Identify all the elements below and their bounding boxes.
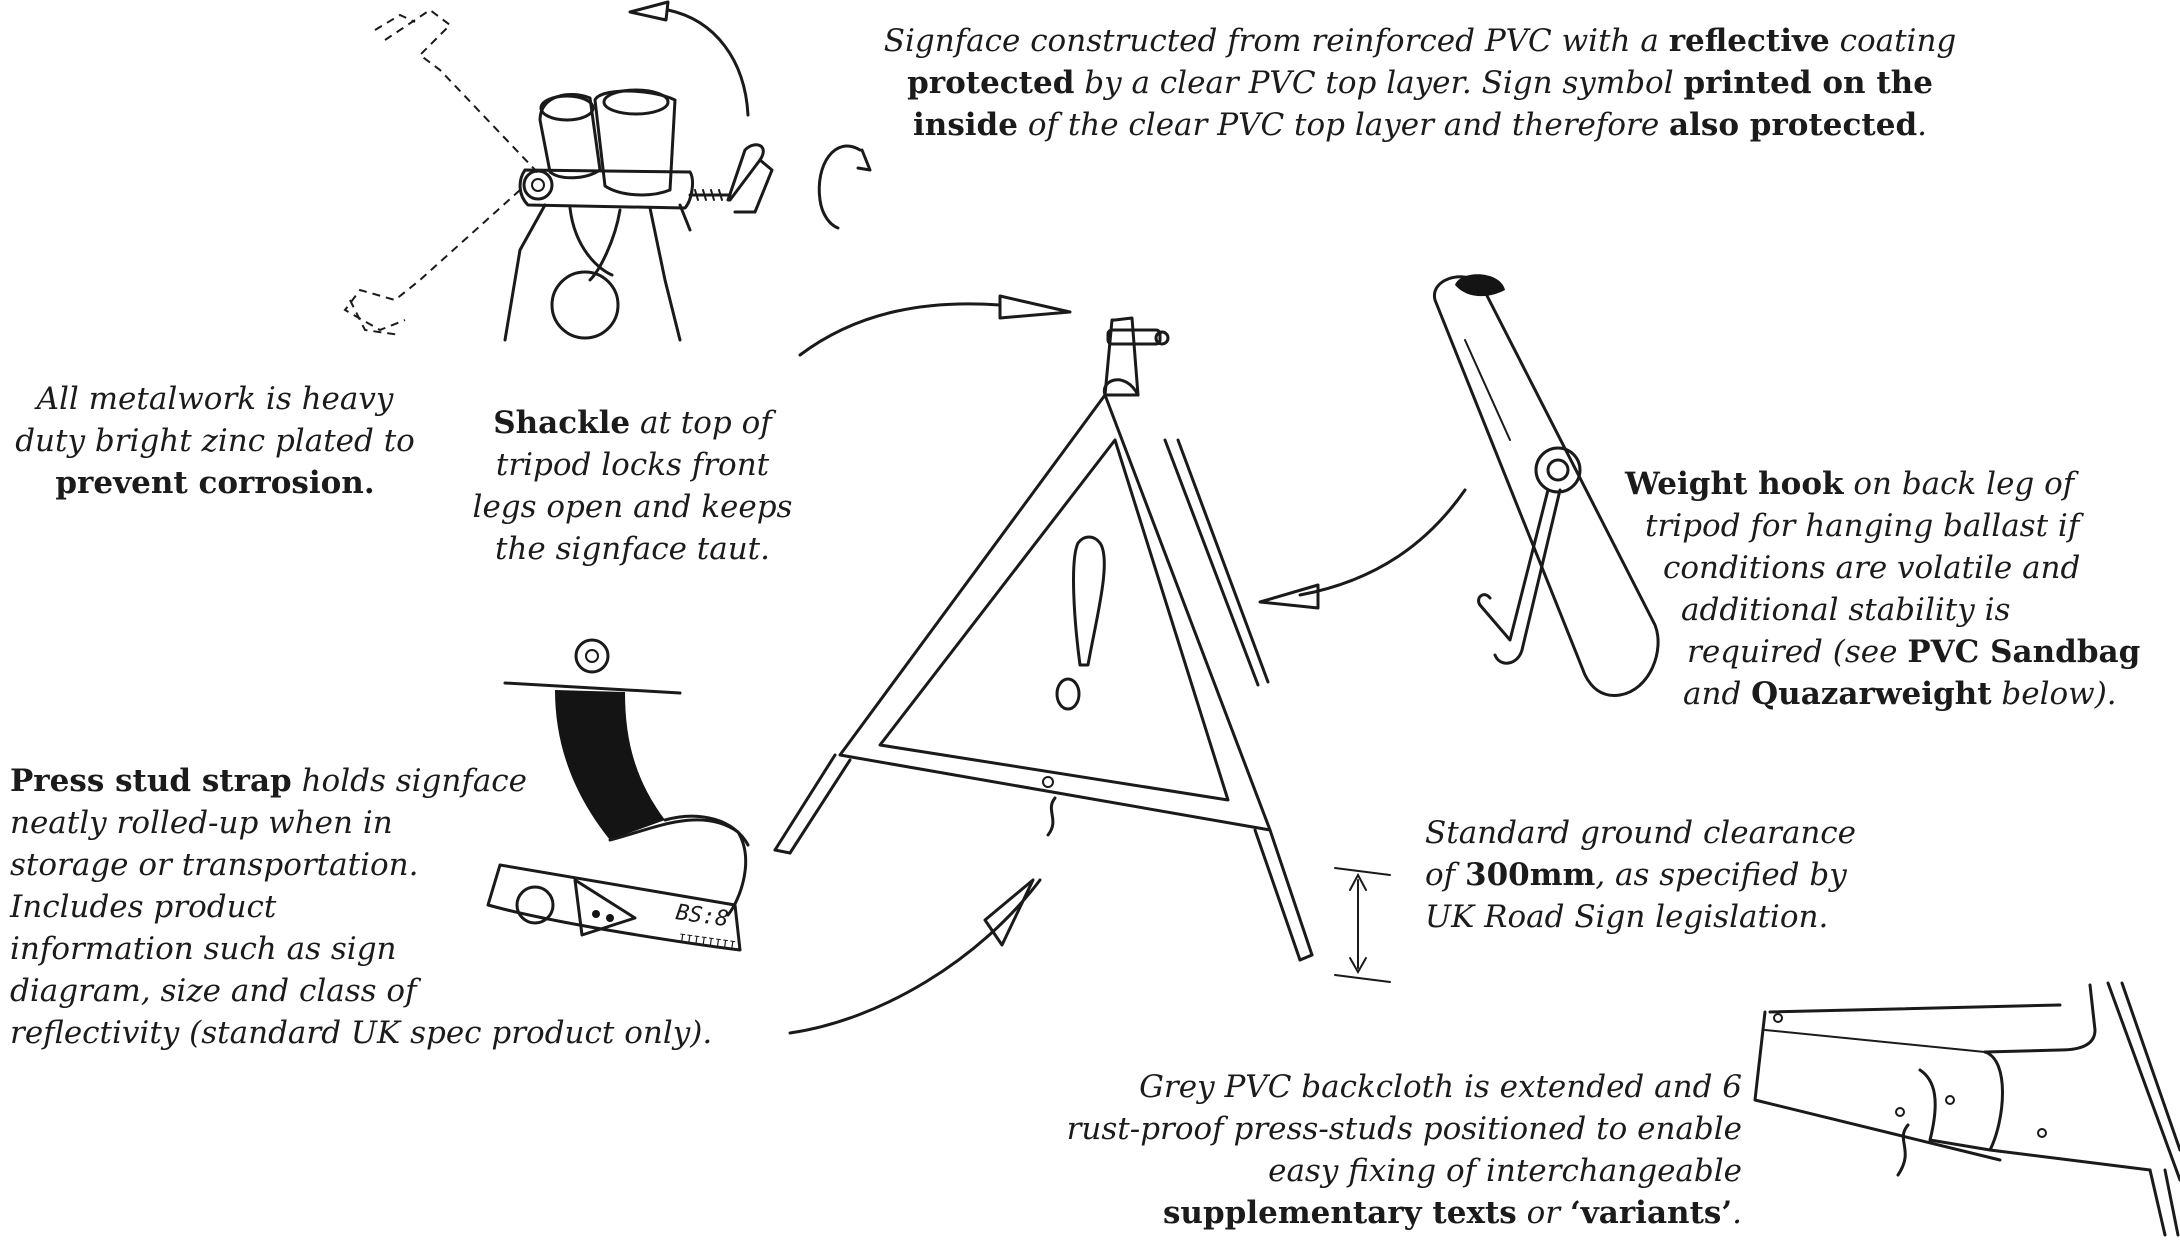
backcloth-text-bold: supplementary texts	[1162, 1195, 1517, 1231]
backcloth-text: .	[1732, 1195, 1742, 1231]
metalwork-text: duty bright zinc plated to	[15, 423, 415, 459]
weight-hook-text: tripod for hanging ballast if	[1645, 508, 2080, 544]
signface-text-bold: printed on the	[1683, 65, 1933, 101]
shackle-text: at top of	[630, 405, 772, 441]
metalwork-callout: All metalwork is heavy duty bright zinc …	[0, 378, 430, 504]
backcloth-illustration	[1753, 981, 2180, 1237]
press-stud-strap-callout: Press stud strap holds signface neatly r…	[10, 760, 770, 1054]
signface-text-bold: protected	[907, 65, 1075, 101]
backcloth-callout: Grey PVC backcloth is extended and 6 rus…	[1040, 1066, 1742, 1234]
signface-text: of the clear PVC top layer and therefore	[1017, 107, 1670, 143]
press-stud-text: reflectivity (standard UK spec product o…	[10, 1015, 713, 1051]
press-stud-strap-illustration: BS:8 IIIIIIII	[486, 638, 750, 953]
backcloth-text-bold: ‘variants’	[1569, 1195, 1733, 1231]
ground-clearance-callout: Standard ground clearance of 300mm, as s…	[1425, 812, 1945, 938]
signface-text-bold: reflective	[1668, 23, 1830, 59]
signface-callout: Signface constructed from reinforced PVC…	[840, 20, 2000, 146]
signface-text: by a clear PVC top layer. Sign symbol	[1074, 65, 1684, 101]
weight-hook-text-bold: PVC Sandbag	[1907, 634, 2141, 670]
weight-hook-text: on back leg of	[1843, 466, 2075, 502]
press-stud-text: holds signface	[291, 763, 528, 799]
clearance-text-bold: 300mm	[1465, 857, 1596, 893]
press-stud-text: Includes product	[10, 889, 277, 925]
signface-text: coating	[1829, 23, 1957, 59]
signface-text: .	[1917, 107, 1927, 143]
shackle-text: legs open and keeps	[472, 489, 793, 525]
weight-hook-text-bold: Quazarweight	[1751, 676, 1992, 712]
weight-hook-illustration	[1433, 274, 1660, 697]
weight-hook-text-bold: Weight hook	[1625, 466, 1844, 502]
weight-hook-text: below).	[1991, 676, 2117, 712]
shackle-text: the signface taut.	[495, 531, 770, 567]
backcloth-text: easy fixing of interchangeable	[1268, 1153, 1742, 1189]
clearance-text: , as specified by	[1595, 857, 1847, 893]
clearance-text: of	[1425, 857, 1465, 893]
signface-text-bold: inside	[913, 107, 1018, 143]
weight-hook-text: and	[1683, 676, 1752, 712]
press-stud-text: storage or transportation.	[10, 847, 419, 883]
press-stud-text: information such as sign	[10, 931, 397, 967]
shackle-callout: Shackle at top of tripod locks front leg…	[455, 402, 810, 570]
shackle-text: tripod locks front	[495, 447, 770, 483]
weight-hook-text: additional stability is	[1681, 592, 2011, 628]
clearance-text: UK Road Sign legislation.	[1425, 899, 1829, 935]
press-stud-text: diagram, size and class of	[10, 973, 417, 1009]
press-stud-text: neatly rolled-up when in	[10, 805, 393, 841]
weight-hook-callout: Weight hook on back leg of tripod for ha…	[1625, 463, 2175, 715]
shackle-text-bold: Shackle	[493, 405, 631, 441]
weight-hook-text: conditions are volatile and	[1663, 550, 2081, 586]
backcloth-text: Grey PVC backcloth is extended and 6	[1139, 1069, 1742, 1105]
tripod-sign-illustration	[773, 294, 1467, 1035]
shackle-detail-illustration	[343, 0, 872, 342]
press-stud-text-bold: Press stud strap	[10, 763, 292, 799]
weight-hook-text: required (see	[1687, 634, 1908, 670]
signface-text: Signface constructed from reinforced PVC…	[883, 23, 1669, 59]
backcloth-text: or	[1516, 1195, 1570, 1231]
signface-text-bold: also protected	[1669, 107, 1918, 143]
clearance-text: Standard ground clearance	[1425, 815, 1857, 851]
metalwork-text-bold: prevent corrosion.	[55, 465, 375, 501]
backcloth-text: rust-proof press-studs positioned to ena…	[1066, 1111, 1742, 1147]
metalwork-text: All metalwork is heavy	[36, 381, 394, 417]
